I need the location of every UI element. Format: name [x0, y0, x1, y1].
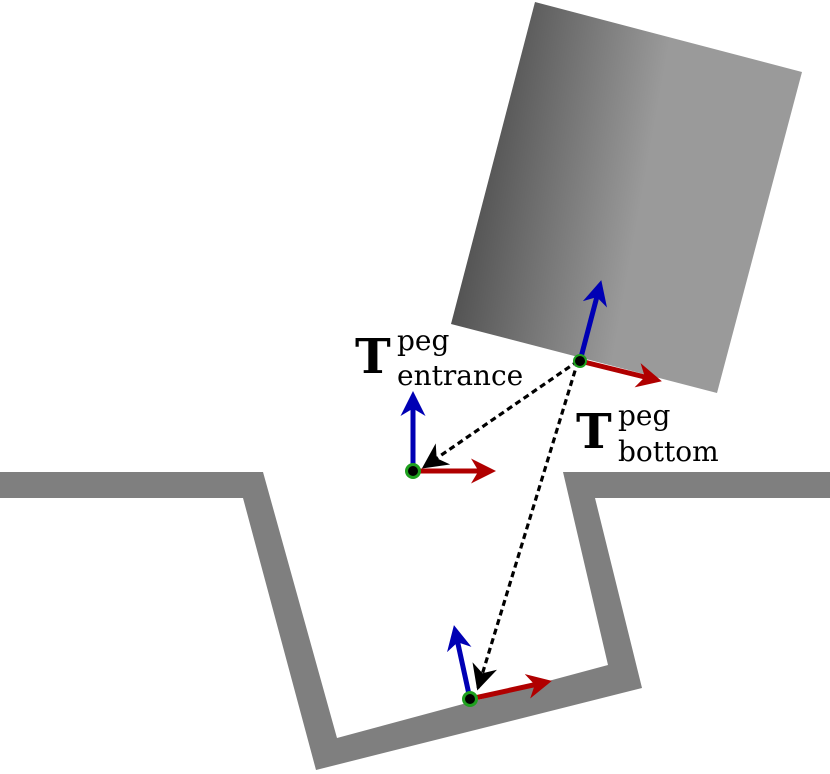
entrance-frame-origin-dot — [408, 466, 418, 476]
hole-wall — [0, 472, 830, 770]
peg-frame — [573, 280, 662, 388]
entrance-label-main: T — [355, 329, 391, 385]
peg-frame-origin-dot — [575, 356, 585, 366]
entrance-transform-arrow — [421, 359, 579, 469]
bottom-label-subscript: bottom — [618, 435, 719, 468]
entrance-label-superscript: peg — [397, 324, 449, 357]
bottom-frame-origin-dot — [465, 694, 475, 704]
bottom-transform-label: T peg bottom — [576, 399, 719, 468]
bottom-frame-z-axis — [447, 625, 473, 700]
entrance-label-subscript: entrance — [397, 359, 523, 392]
bottom-label-superscript: peg — [618, 399, 670, 432]
bottom-frame — [447, 625, 552, 707]
hole-profile-icon — [0, 472, 830, 770]
bottom-label-main: T — [576, 404, 612, 460]
bottom-frame-x-axis — [469, 674, 552, 702]
entrance-transform-label: T peg entrance — [355, 324, 523, 392]
peg-cylinder-icon — [451, 2, 802, 393]
entrance-frame — [400, 391, 496, 484]
peg-frame-x-axis — [579, 358, 662, 388]
bottom-transform-arrow — [472, 360, 580, 691]
peg-frame-z-axis — [577, 280, 607, 362]
